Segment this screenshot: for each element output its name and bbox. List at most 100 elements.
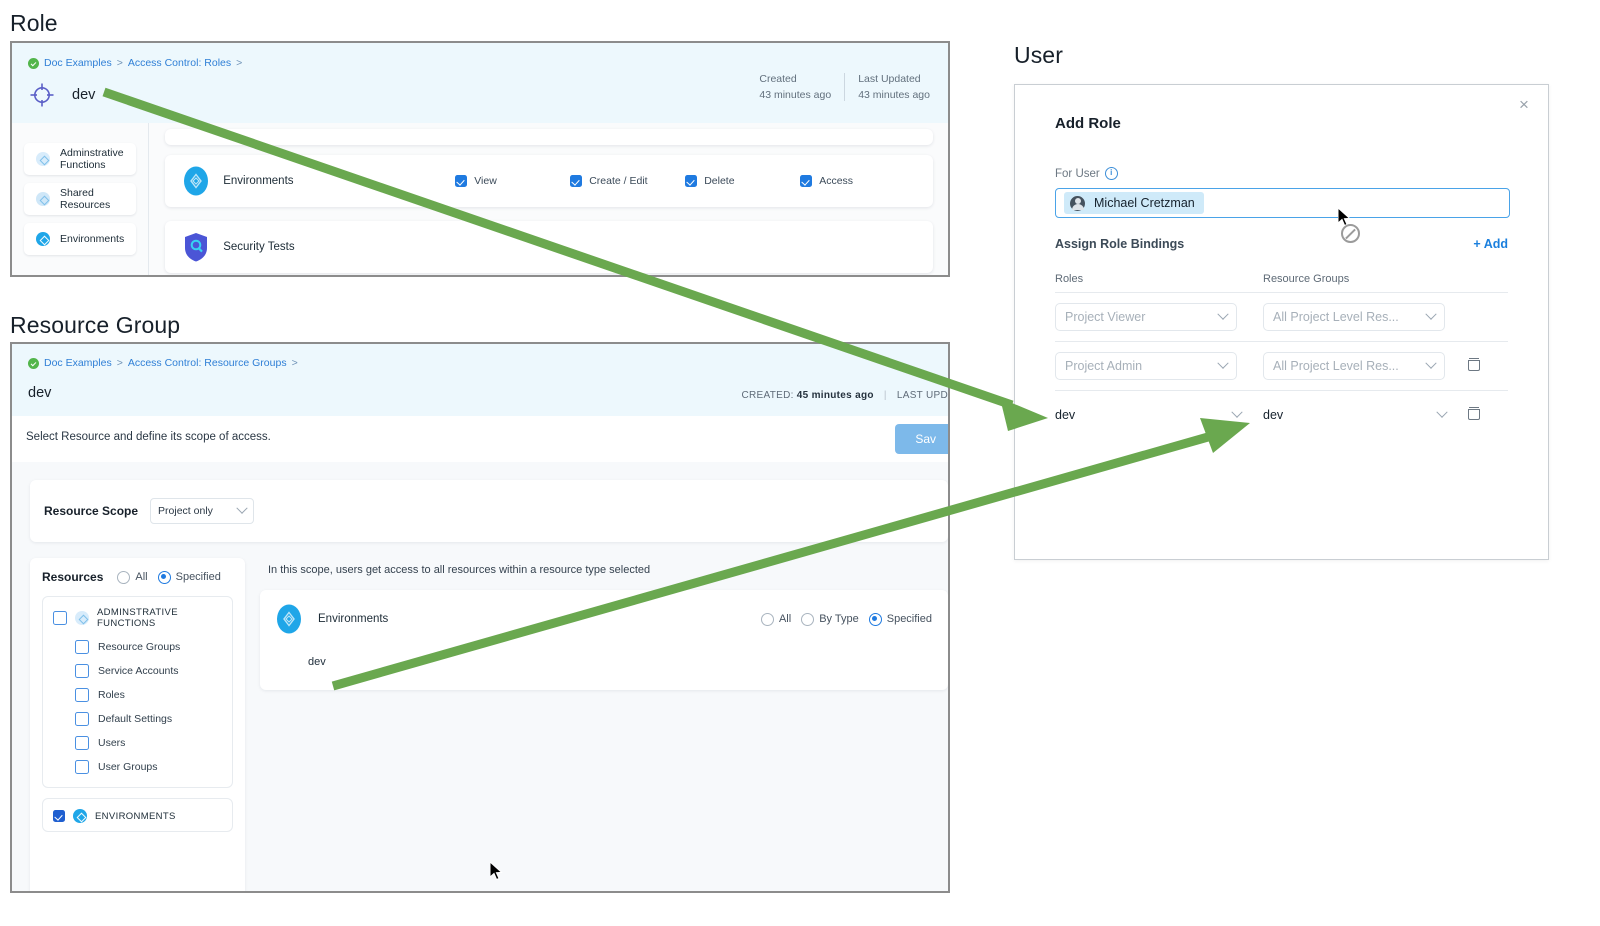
table-row: dev dev xyxy=(1055,390,1508,439)
user-chip-label: Michael Cretzman xyxy=(1094,196,1195,210)
role-select-value: dev xyxy=(1055,408,1076,422)
environments-selected-value: dev xyxy=(308,656,326,668)
checkbox-checked-icon[interactable] xyxy=(570,175,583,187)
permission-option-label: Access xyxy=(819,175,854,187)
role-panel-header: Doc Examples > Access Control: Roles > d… xyxy=(12,43,948,123)
role-name: dev xyxy=(72,87,96,103)
permission-option-create-edit[interactable]: Create / Edit xyxy=(570,175,685,187)
column-header-resource-groups: Resource Groups xyxy=(1263,273,1350,285)
breadcrumb-item-roles[interactable]: Access Control: Roles xyxy=(127,57,232,69)
role-select[interactable]: Project Admin xyxy=(1055,352,1237,380)
for-user-label: For User i xyxy=(1055,167,1118,180)
checkbox-unchecked-icon[interactable] xyxy=(75,736,89,750)
environments-scope-row: Environments All By Type Specified xyxy=(276,604,932,634)
scope-detail-panel: In this scope, users get access to all r… xyxy=(260,558,948,891)
list-item-label: Default Settings xyxy=(98,713,173,725)
resources-filter-all[interactable]: All xyxy=(117,570,148,584)
role-section-title: Role xyxy=(10,10,58,36)
resource-group-cell: dev xyxy=(1263,401,1468,429)
permission-option-access[interactable]: Access xyxy=(800,175,915,187)
breadcrumb-item-project[interactable]: Doc Examples xyxy=(44,357,112,369)
resource-group-cell: All Project Level Res... xyxy=(1263,303,1468,331)
breadcrumb-item-resource-groups[interactable]: Access Control: Resource Groups xyxy=(127,357,287,369)
list-item[interactable]: Roles xyxy=(43,683,232,707)
resource-group-select[interactable]: All Project Level Res... xyxy=(1263,303,1445,331)
role-category-shared-resources[interactable]: Shared Resources xyxy=(24,183,137,215)
checkbox-checked-icon[interactable] xyxy=(455,175,468,187)
hexagon-icon xyxy=(75,611,89,625)
permission-option-delete[interactable]: Delete xyxy=(685,175,800,187)
list-item[interactable]: Default Settings xyxy=(43,707,232,731)
delete-row-button[interactable] xyxy=(1468,406,1490,425)
resource-group-select-value: dev xyxy=(1263,408,1284,422)
role-select[interactable]: Project Viewer xyxy=(1055,303,1237,331)
radio-on-icon[interactable] xyxy=(868,612,882,626)
role-meta: Created 43 minutes ago Last Updated 43 m… xyxy=(746,73,943,101)
delete-row-button[interactable] xyxy=(1468,357,1490,376)
trash-icon xyxy=(1468,357,1480,371)
radio-off-icon[interactable] xyxy=(117,570,131,584)
permission-option-view[interactable]: View xyxy=(455,175,570,187)
env-filter-all-label: All xyxy=(778,613,792,625)
checkbox-checked-icon[interactable] xyxy=(53,810,65,822)
list-item[interactable]: Resource Groups xyxy=(43,635,232,659)
role-cell: dev xyxy=(1055,401,1263,429)
user-input[interactable]: Michael Cretzman xyxy=(1055,188,1510,218)
resource-group-section-title: Resource Group xyxy=(10,312,181,338)
chevron-down-icon xyxy=(1436,406,1448,418)
user-chip[interactable]: Michael Cretzman xyxy=(1064,192,1204,214)
breadcrumb: Doc Examples > Access Control: Roles > xyxy=(28,57,932,69)
resources-panel: Resources All Specified ADMINSTRATIVE FU… xyxy=(30,558,245,891)
radio-off-icon[interactable] xyxy=(801,612,815,626)
for-user-label-text: For User xyxy=(1055,167,1100,180)
list-item[interactable]: Users xyxy=(43,731,232,755)
radio-on-icon[interactable] xyxy=(157,570,171,584)
breadcrumb-separator-icon: > xyxy=(116,57,123,69)
resources-filter-specified[interactable]: Specified xyxy=(157,570,221,584)
role-cell: Project Admin xyxy=(1055,352,1263,380)
no-drop-cursor-badge xyxy=(1341,224,1360,243)
role-panel: Doc Examples > Access Control: Roles > d… xyxy=(10,41,950,277)
project-status-icon xyxy=(28,57,39,69)
radio-off-icon[interactable] xyxy=(760,612,774,626)
checkbox-unchecked-icon[interactable] xyxy=(75,664,89,678)
group-header[interactable]: ENVIRONMENTS xyxy=(43,809,232,823)
env-filter-specified[interactable]: Specified xyxy=(868,612,932,626)
list-item-label: Resource Groups xyxy=(98,641,181,653)
group-header[interactable]: ADMINSTRATIVE FUNCTIONS xyxy=(43,607,232,635)
list-item[interactable]: User Groups xyxy=(43,755,232,779)
breadcrumb-separator-icon: > xyxy=(236,57,243,69)
close-icon[interactable]: × xyxy=(1519,95,1529,114)
list-item-label: Users xyxy=(98,737,126,749)
bindings-table-header: Roles Resource Groups xyxy=(1055,273,1508,285)
breadcrumb-separator-icon: > xyxy=(291,357,298,369)
checkbox-unchecked-icon[interactable] xyxy=(75,712,89,726)
info-icon[interactable]: i xyxy=(1104,167,1118,180)
resource-group-select[interactable]: All Project Level Res... xyxy=(1263,352,1445,380)
checkbox-unchecked-icon[interactable] xyxy=(53,611,67,625)
role-category-environments[interactable]: Environments xyxy=(24,223,137,255)
save-button[interactable]: Sav xyxy=(895,424,948,454)
target-icon xyxy=(28,81,56,109)
resource-group-select[interactable]: dev xyxy=(1263,401,1455,429)
env-filter-by-type[interactable]: By Type xyxy=(801,612,859,626)
resource-scope-select[interactable]: Project only xyxy=(150,498,255,524)
role-select[interactable]: dev xyxy=(1055,401,1250,429)
permission-name: Security Tests xyxy=(223,241,295,253)
checkbox-checked-icon[interactable] xyxy=(800,175,813,187)
resource-group-header: Doc Examples > Access Control: Resource … xyxy=(12,344,948,416)
role-category-administrative-functions[interactable]: Adminstrative Functions xyxy=(24,143,137,175)
hexagon-icon xyxy=(36,232,50,246)
checkbox-checked-icon[interactable] xyxy=(685,175,698,187)
assign-role-bindings-label: Assign Role Bindings xyxy=(1055,237,1185,251)
role-select-value: Project Viewer xyxy=(1065,310,1146,324)
breadcrumb-item-project[interactable]: Doc Examples xyxy=(44,57,112,69)
checkbox-unchecked-icon[interactable] xyxy=(75,688,89,702)
hexagon-icon xyxy=(73,809,87,823)
checkbox-unchecked-icon[interactable] xyxy=(75,760,89,774)
checkbox-unchecked-icon[interactable] xyxy=(75,640,89,654)
env-filter-all[interactable]: All xyxy=(760,612,792,626)
bindings-table: Project Viewer All Project Level Res... … xyxy=(1055,292,1508,439)
add-binding-button[interactable]: + Add xyxy=(1473,237,1508,251)
list-item[interactable]: Service Accounts xyxy=(43,659,232,683)
